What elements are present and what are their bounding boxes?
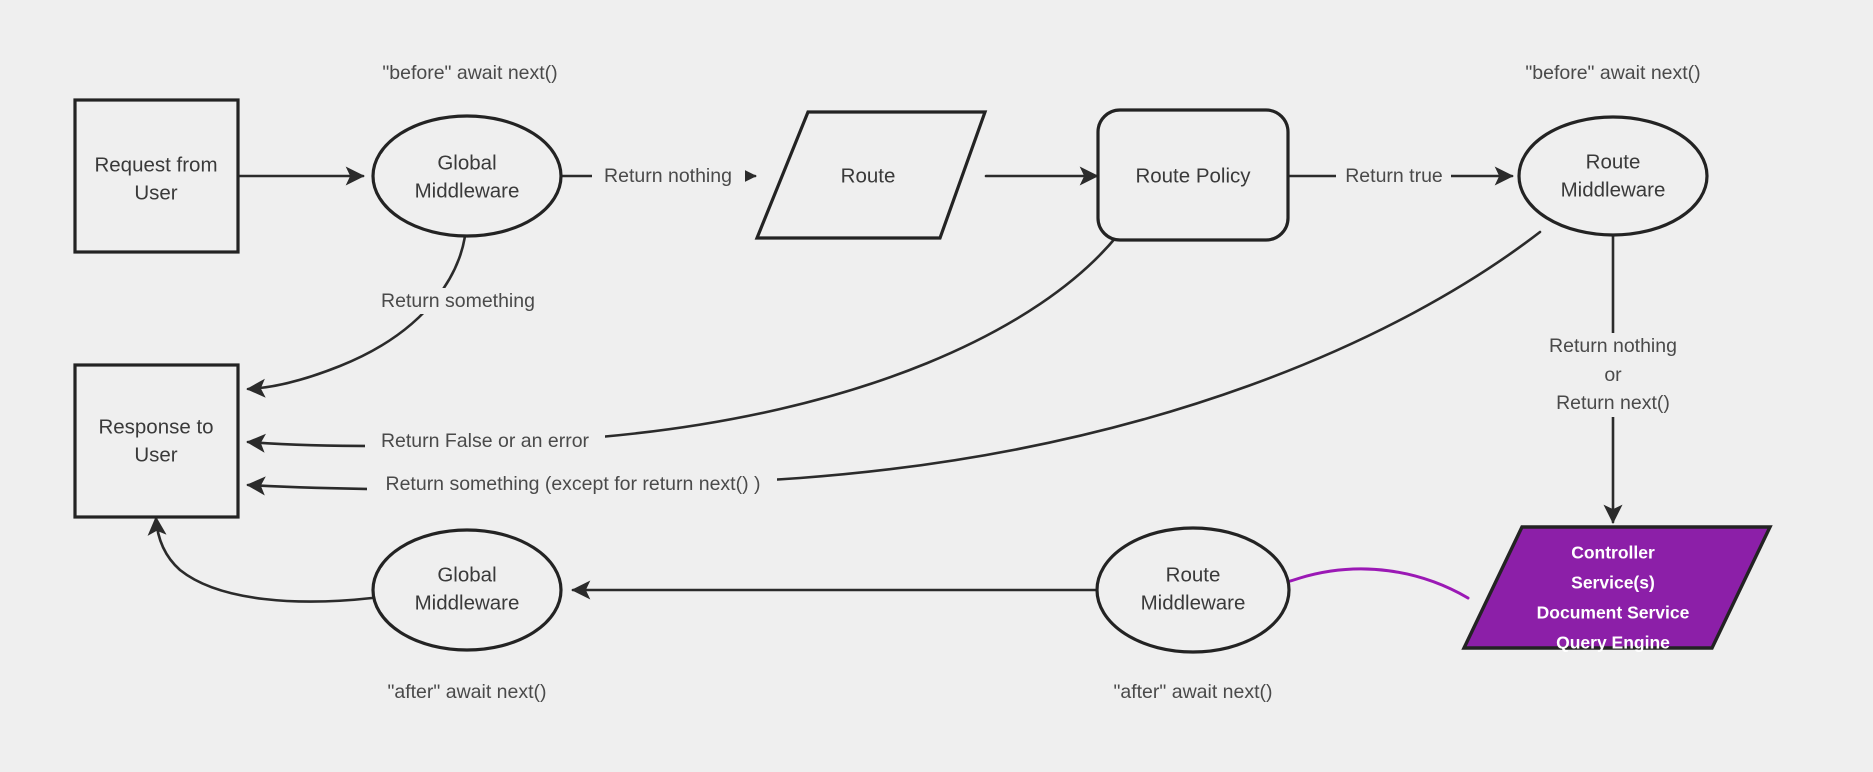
- node-request-from-user-line1: Request from: [94, 153, 217, 176]
- annotation-before-await-next-route: "before" await next(): [1525, 62, 1700, 84]
- node-request-from-user[interactable]: Request from User: [73, 98, 240, 254]
- edge-label-return-false-or-error-text: Return False or an error: [381, 430, 590, 452]
- node-controller-services-line3: Document Service: [1537, 603, 1690, 623]
- node-response-to-user-line1: Response to: [98, 415, 213, 438]
- edge-label-return-nothing-or-next-line1: Return nothing: [1549, 335, 1677, 357]
- annotation-after-await-next-route: "after" await next(): [1113, 681, 1272, 703]
- edge-label-return-nothing-or-next: Return nothing or Return next(): [1530, 333, 1698, 417]
- node-request-from-user-line2: User: [134, 181, 177, 204]
- node-global-middleware-top-line1: Global: [437, 151, 496, 174]
- edge-label-return-true-text: Return true: [1345, 165, 1443, 187]
- node-global-middleware-bottom-line2: Middleware: [415, 591, 520, 614]
- node-route-middleware-top-line2: Middleware: [1561, 178, 1666, 201]
- node-route-policy-label: Route Policy: [1135, 164, 1251, 187]
- node-controller-services-line4: Query Engine: [1556, 633, 1670, 653]
- node-controller-services[interactable]: Controller Service(s) Document Service Q…: [1461, 525, 1773, 653]
- node-response-to-user[interactable]: Response to User: [73, 363, 240, 519]
- node-global-middleware-top[interactable]: Global Middleware: [371, 114, 563, 238]
- node-global-middleware-top-line2: Middleware: [415, 179, 520, 202]
- node-route-policy[interactable]: Route Policy: [1096, 108, 1290, 242]
- node-route-middleware-top[interactable]: Route Middleware: [1517, 115, 1709, 237]
- annotation-before-await-next-global: "before" await next(): [382, 62, 557, 84]
- edge-global-middleware-to-response: [246, 220, 468, 398]
- node-controller-services-line2: Service(s): [1571, 573, 1655, 593]
- node-controller-services-line1: Controller: [1571, 543, 1655, 563]
- annotation-after-await-next-global: "after" await next(): [387, 681, 546, 703]
- edge-label-return-something: Return something: [363, 288, 537, 314]
- node-route-middleware-bottom[interactable]: Route Middleware: [1095, 526, 1291, 654]
- node-route-label: Route: [841, 164, 896, 187]
- edge-route-policy-to-response: [246, 234, 1119, 453]
- edge-label-return-false-or-error: Return False or an error: [365, 429, 605, 455]
- node-global-middleware-bottom[interactable]: Global Middleware: [371, 528, 563, 652]
- node-route-middleware-bottom-line2: Middleware: [1141, 591, 1246, 614]
- edge-label-return-nothing: Return nothing: [592, 163, 745, 189]
- node-response-to-user-line2: User: [134, 443, 177, 466]
- edge-label-return-nothing-or-next-line2: or: [1604, 364, 1622, 386]
- edge-label-return-something-except-next: Return something (except for return next…: [367, 472, 777, 498]
- node-route[interactable]: Route: [754, 110, 988, 240]
- node-route-middleware-top-line1: Route: [1586, 150, 1641, 173]
- edge-label-return-true: Return true: [1336, 163, 1451, 189]
- edge-label-return-nothing-text: Return nothing: [604, 165, 732, 187]
- edge-label-return-something-except-next-text: Return something (except for return next…: [386, 473, 761, 495]
- edge-label-return-nothing-or-next-line3: Return next(): [1556, 392, 1670, 414]
- node-global-middleware-bottom-line1: Global: [437, 563, 496, 586]
- edge-global-middleware-bottom-to-response: [147, 516, 374, 603]
- edge-label-return-something-text: Return something: [381, 290, 535, 312]
- node-route-middleware-bottom-line1: Route: [1166, 563, 1221, 586]
